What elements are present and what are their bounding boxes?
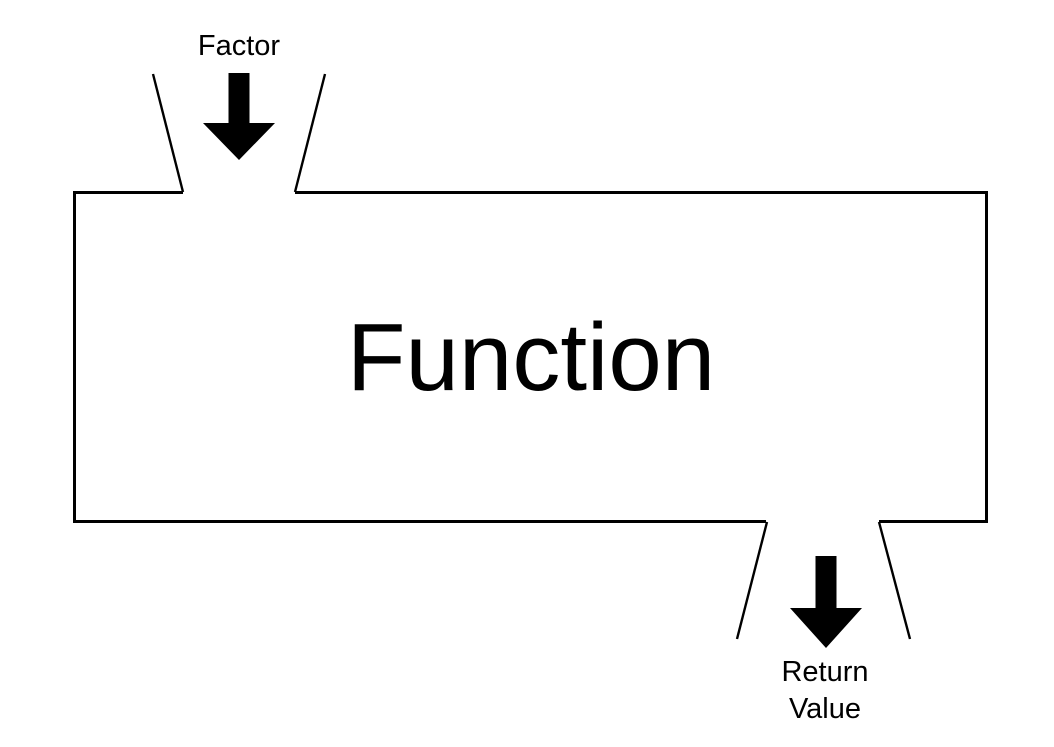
output-label-line2: Value: [789, 693, 861, 725]
output-funnel-right-line: [877, 521, 912, 640]
input-funnel: [151, 73, 327, 193]
output-funnel: [735, 521, 912, 640]
output-arrow-shape: [790, 556, 862, 648]
input-arrow-down-icon: [203, 73, 275, 160]
output-funnel-left-line: [735, 521, 769, 640]
input-label: Factor: [198, 30, 281, 62]
output-arrow-down-icon: [790, 556, 862, 648]
process-label: Function: [347, 304, 715, 411]
input-arrow-shape: [203, 73, 275, 160]
process-box: [73, 191, 988, 523]
input-funnel-left-line: [151, 73, 185, 193]
output-label-line1: Return: [781, 656, 868, 688]
input-funnel-right-line: [293, 73, 327, 193]
